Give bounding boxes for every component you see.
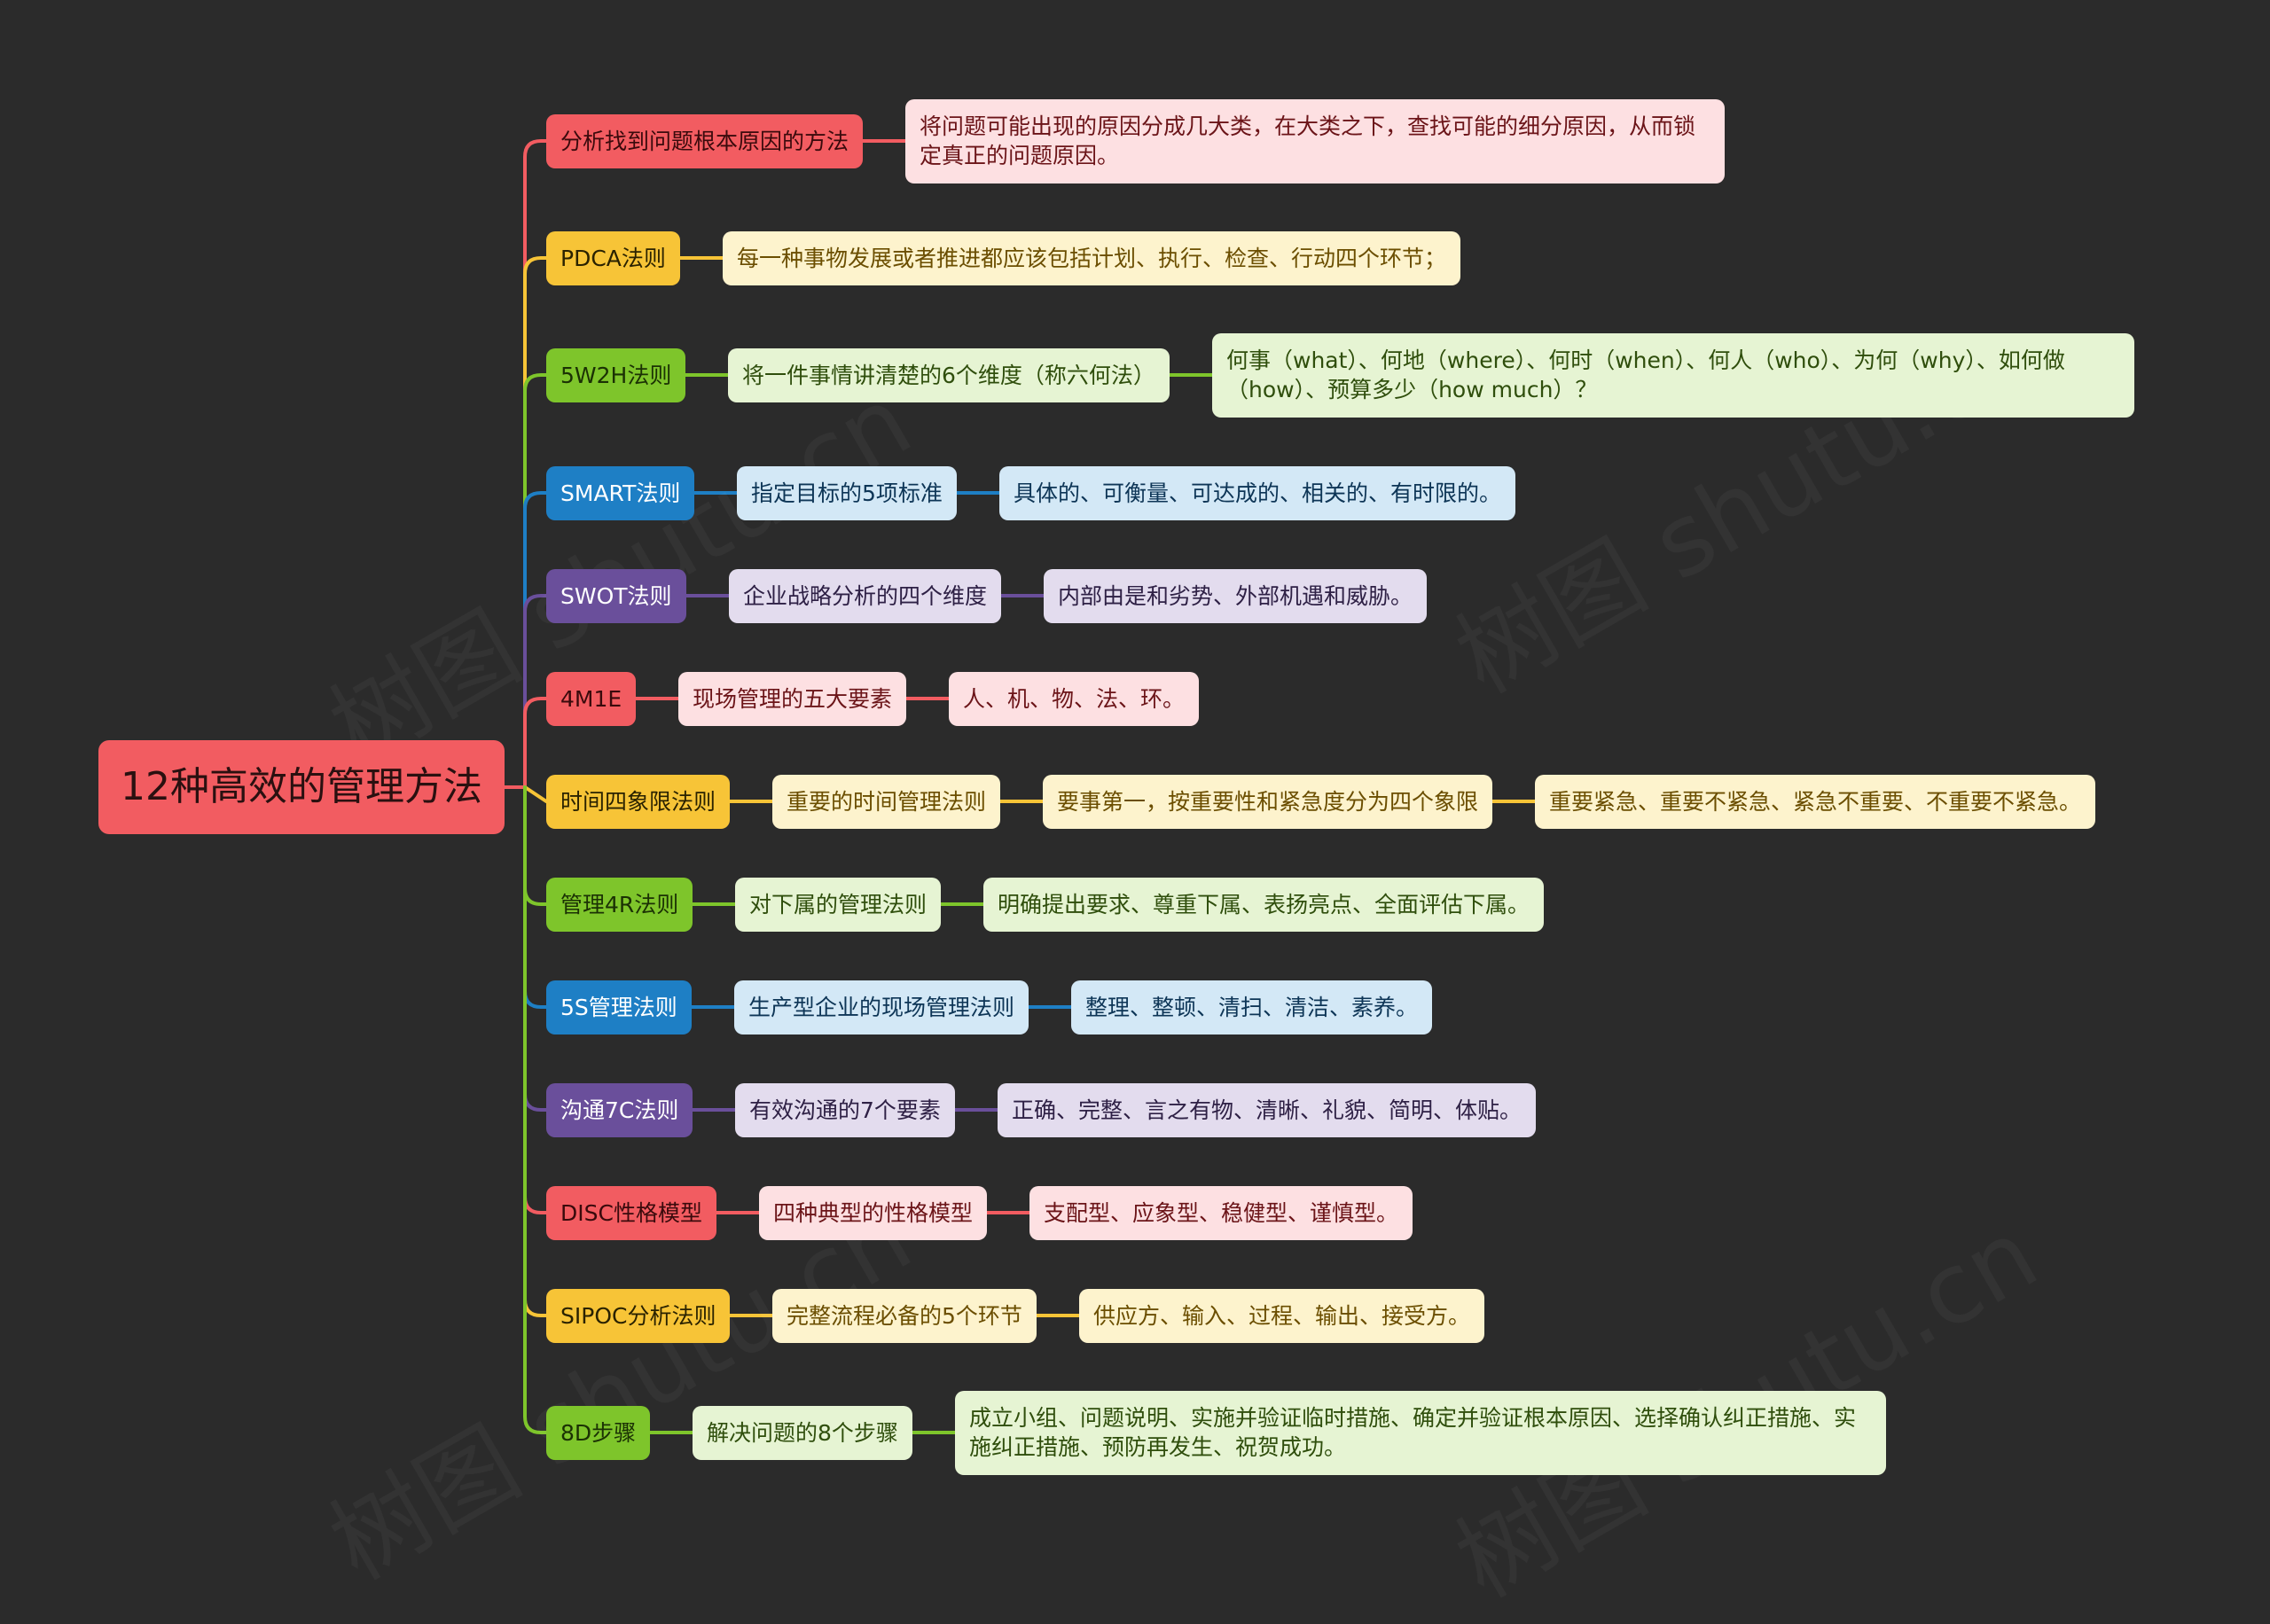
subtopic-node[interactable]: 四种典型的性格模型 bbox=[759, 1186, 988, 1240]
subtopic-node[interactable]: 整理、整顿、清扫、清洁、素养。 bbox=[1071, 980, 1433, 1035]
branch-topic[interactable]: 时间四象限法则 bbox=[546, 775, 731, 829]
branch-topic[interactable]: 分析找到问题根本原因的方法 bbox=[546, 114, 864, 168]
connector-line bbox=[523, 373, 548, 789]
connector-line bbox=[523, 256, 548, 789]
connector-line bbox=[523, 594, 548, 789]
connector-line bbox=[523, 785, 548, 803]
connector-lines bbox=[503, 139, 1537, 1434]
subtopic-node[interactable]: 正确、完整、言之有物、清晰、礼貌、简明、体贴。 bbox=[998, 1083, 1537, 1137]
branch-topic[interactable]: SWOT法则 bbox=[546, 569, 686, 623]
branch-topic[interactable]: SMART法则 bbox=[546, 466, 695, 520]
branch-topic[interactable]: 5W2H法则 bbox=[546, 348, 686, 402]
root-topic[interactable]: 12种高效的管理方法 bbox=[98, 740, 505, 834]
subtopic-node[interactable]: 内部由是和劣势、外部机遇和威胁。 bbox=[1044, 569, 1428, 623]
subtopic-node[interactable]: 要事第一，按重要性和紧急度分为四个象限 bbox=[1043, 775, 1493, 829]
branch-topic[interactable]: SIPOC分析法则 bbox=[546, 1289, 731, 1343]
subtopic-node[interactable]: 每一种事物发展或者推进都应该包括计划、执行、检查、行动四个环节； bbox=[723, 231, 1461, 285]
connector-line bbox=[523, 785, 548, 1317]
subtopic-node[interactable]: 解决问题的8个步骤 bbox=[693, 1406, 912, 1460]
connector-line bbox=[523, 785, 548, 1112]
subtopic-node[interactable]: 对下属的管理法则 bbox=[735, 878, 942, 932]
subtopic-node[interactable]: 完整流程必备的5个环节 bbox=[772, 1289, 1037, 1343]
subtopic-node[interactable]: 成立小组、问题说明、实施并验证临时措施、确定并验证根本原因、选择确认纠正措施、实… bbox=[955, 1390, 1886, 1475]
connector-line bbox=[523, 139, 548, 789]
connector-line bbox=[523, 785, 548, 1434]
subtopic-node[interactable]: 企业战略分析的四个维度 bbox=[729, 569, 1002, 623]
subtopic-node[interactable]: 支配型、应象型、稳健型、谨慎型。 bbox=[1029, 1186, 1413, 1240]
connector-line bbox=[523, 785, 548, 906]
branch-topic[interactable]: 管理4R法则 bbox=[546, 878, 693, 932]
subtopic-node[interactable]: 人、机、物、法、环。 bbox=[949, 672, 1200, 726]
connector-line bbox=[523, 491, 548, 789]
branch-topic[interactable]: 5S管理法则 bbox=[546, 980, 692, 1035]
branch-topic[interactable]: PDCA法则 bbox=[546, 231, 680, 285]
branch-topic[interactable]: 4M1E bbox=[546, 672, 637, 726]
branch-topic[interactable]: 沟通7C法则 bbox=[546, 1083, 693, 1137]
subtopic-node[interactable]: 明确提出要求、尊重下属、表扬亮点、全面评估下属。 bbox=[983, 878, 1545, 932]
branch-topic[interactable]: 8D步骤 bbox=[546, 1406, 651, 1460]
subtopic-node[interactable]: 将一件事情讲清楚的6个维度（称六何法） bbox=[728, 348, 1170, 402]
subtopic-node[interactable]: 重要的时间管理法则 bbox=[772, 775, 1001, 829]
subtopic-node[interactable]: 供应方、输入、过程、输出、接受方。 bbox=[1079, 1289, 1485, 1343]
branch-topic[interactable]: DISC性格模型 bbox=[546, 1186, 716, 1240]
subtopic-node[interactable]: 有效沟通的7个要素 bbox=[735, 1083, 955, 1137]
subtopic-node[interactable]: 何事（what）、何地（where）、何时（when）、何人（who）、为何（w… bbox=[1212, 332, 2134, 418]
subtopic-node[interactable]: 具体的、可衡量、可达成的、相关的、有时限的。 bbox=[999, 466, 1516, 520]
subtopic-node[interactable]: 重要紧急、重要不紧急、紧急不重要、不重要不紧急。 bbox=[1535, 775, 2096, 829]
connector-line bbox=[523, 697, 548, 789]
subtopic-node[interactable]: 指定目标的5项标准 bbox=[737, 466, 957, 520]
subtopic-node[interactable]: 生产型企业的现场管理法则 bbox=[734, 980, 1029, 1035]
subtopic-node[interactable]: 现场管理的五大要素 bbox=[678, 672, 907, 726]
subtopic-node[interactable]: 将问题可能出现的原因分成几大类，在大类之下，查找可能的细分原因，从而锁定真正的问… bbox=[905, 98, 1725, 183]
